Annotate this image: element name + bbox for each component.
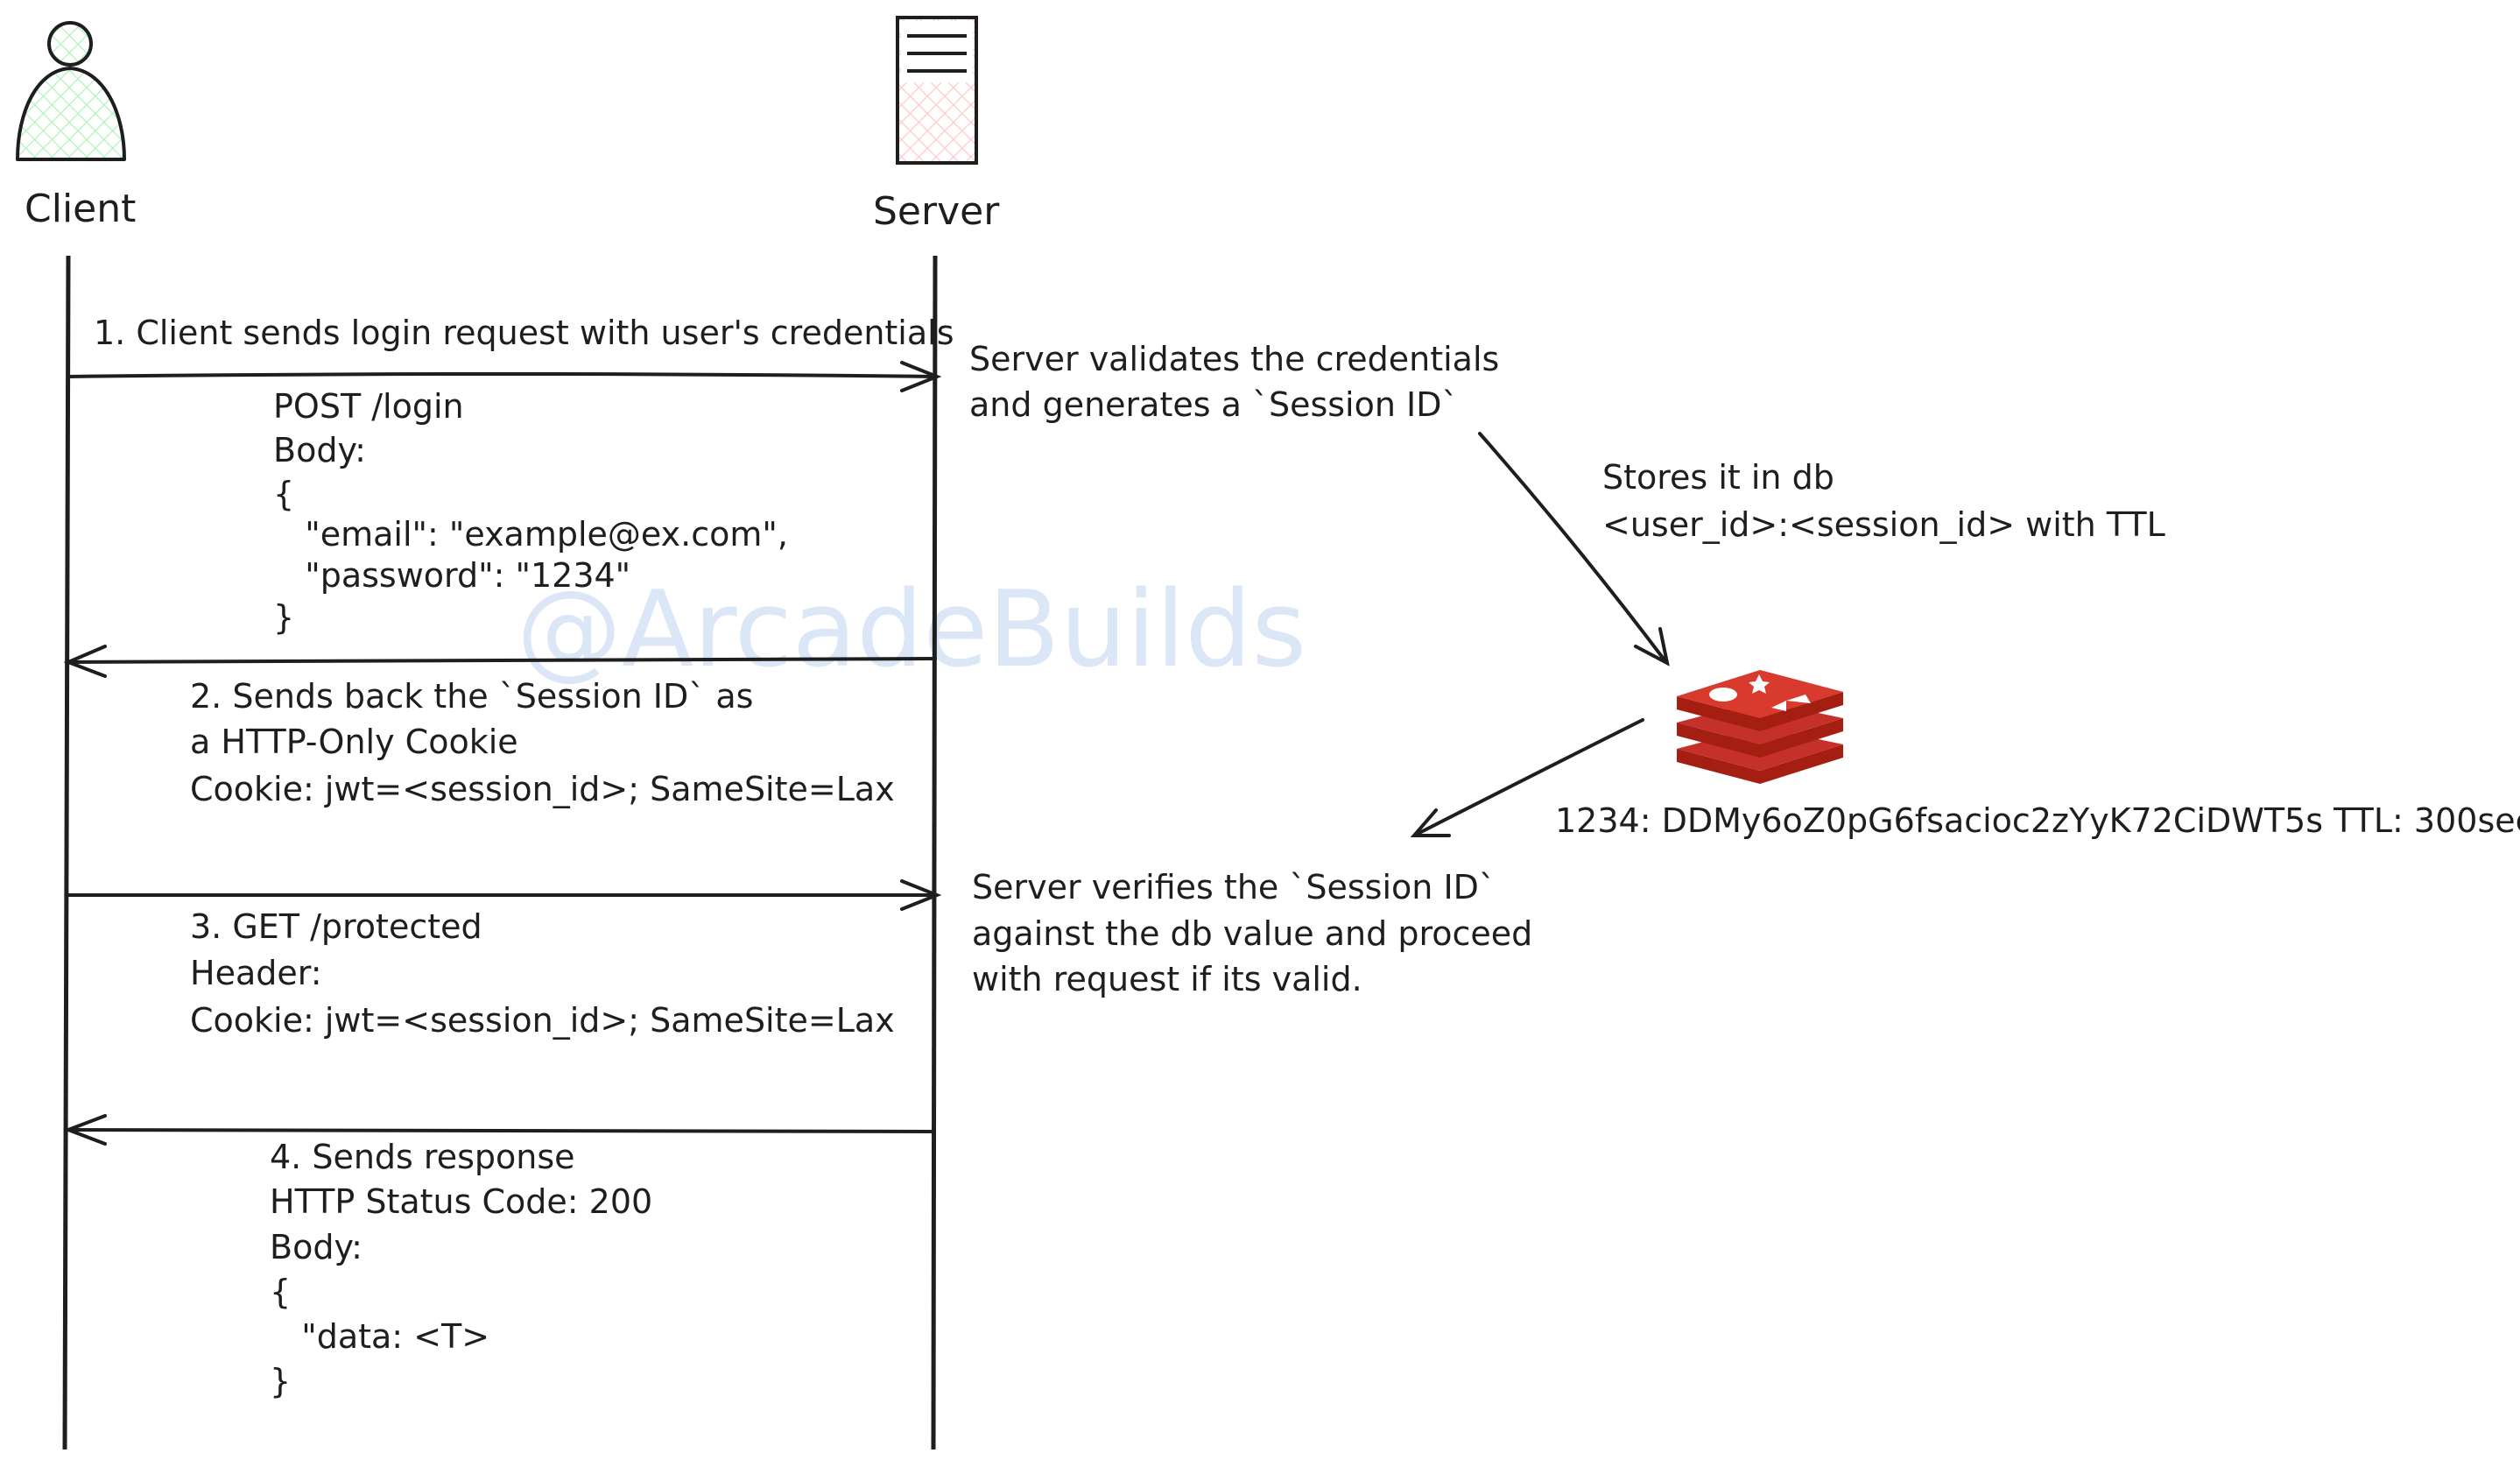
message-3-line: Cookie: jwt=<session_id>; SameSite=Lax xyxy=(190,1001,895,1040)
watermark: @ArcadeBuilds xyxy=(517,569,1306,691)
server-icon xyxy=(896,16,978,165)
server-lifeline xyxy=(931,255,938,1450)
message-3-line: Header: xyxy=(190,954,322,992)
server-label: Server xyxy=(873,189,1000,234)
message-1-body-line: Body: xyxy=(273,431,366,469)
message-4-line: "data: <T> xyxy=(270,1317,489,1356)
message-4-line: } xyxy=(270,1362,291,1400)
validate-note: Server validates the credentials and gen… xyxy=(969,340,1499,424)
lookup-arrow xyxy=(1410,718,1644,837)
message-2-arrow xyxy=(63,645,937,678)
message-4-text: 4. Sends response HTTP Status Code: 200 … xyxy=(270,1138,652,1400)
store-arrow xyxy=(1478,432,1670,667)
store-note-line: Stores it in db xyxy=(1602,458,1834,497)
message-1-body-line: } xyxy=(273,598,294,637)
message-4-line: 4. Sends response xyxy=(270,1138,575,1176)
message-1-body-line: { xyxy=(273,475,294,513)
message-1-body: POST /login Body: { "email": "example@ex… xyxy=(273,387,788,637)
message-4-arrow xyxy=(63,1114,935,1146)
message-1-title: 1. Client sends login request with user'… xyxy=(94,314,954,352)
message-1-body-line: "email": "example@ex.com", xyxy=(273,515,788,554)
message-1-body-line: POST /login xyxy=(273,387,464,426)
message-4-line: { xyxy=(270,1273,291,1311)
message-3-arrow xyxy=(67,879,942,911)
message-3-line: 3. GET /protected xyxy=(190,907,482,946)
message-2-text: 2. Sends back the `Session ID` as a HTTP… xyxy=(190,677,895,808)
client-label: Client xyxy=(25,187,136,231)
db-value-text: 1234: DDMy6oZ0pG6fsacioc2zYyK72CiDWT5s T… xyxy=(1555,801,2520,840)
store-note-line: <user_id>:<session_id> with TTL xyxy=(1602,505,2165,544)
verify-note-line: with request if its valid. xyxy=(972,960,1362,998)
message-4-line: Body: xyxy=(270,1228,363,1266)
client-lifeline xyxy=(62,255,71,1450)
validate-note-line: Server validates the credentials xyxy=(969,340,1499,378)
verify-note-line: Server verifies the `Session ID` xyxy=(972,868,1496,906)
validate-note-line: and generates a `Session ID` xyxy=(969,385,1459,424)
redis-database-icon xyxy=(1677,670,1843,784)
message-2-line: a HTTP-Only Cookie xyxy=(190,723,518,761)
message-4-line: HTTP Status Code: 200 xyxy=(270,1182,652,1221)
message-3-text: 3. GET /protected Header: Cookie: jwt=<s… xyxy=(190,907,895,1040)
verify-note: Server verifies the `Session ID` against… xyxy=(972,868,1532,998)
message-2-line: Cookie: jwt=<session_id>; SameSite=Lax xyxy=(190,770,895,808)
person-icon xyxy=(16,21,126,161)
store-note: Stores it in db <user_id>:<session_id> w… xyxy=(1602,458,2165,544)
message-2-line: 2. Sends back the `Session ID` as xyxy=(190,677,753,716)
message-1-body-line: "password": "1234" xyxy=(273,556,630,595)
message-1-arrow xyxy=(67,361,942,392)
verify-note-line: against the db value and proceed xyxy=(972,914,1532,953)
